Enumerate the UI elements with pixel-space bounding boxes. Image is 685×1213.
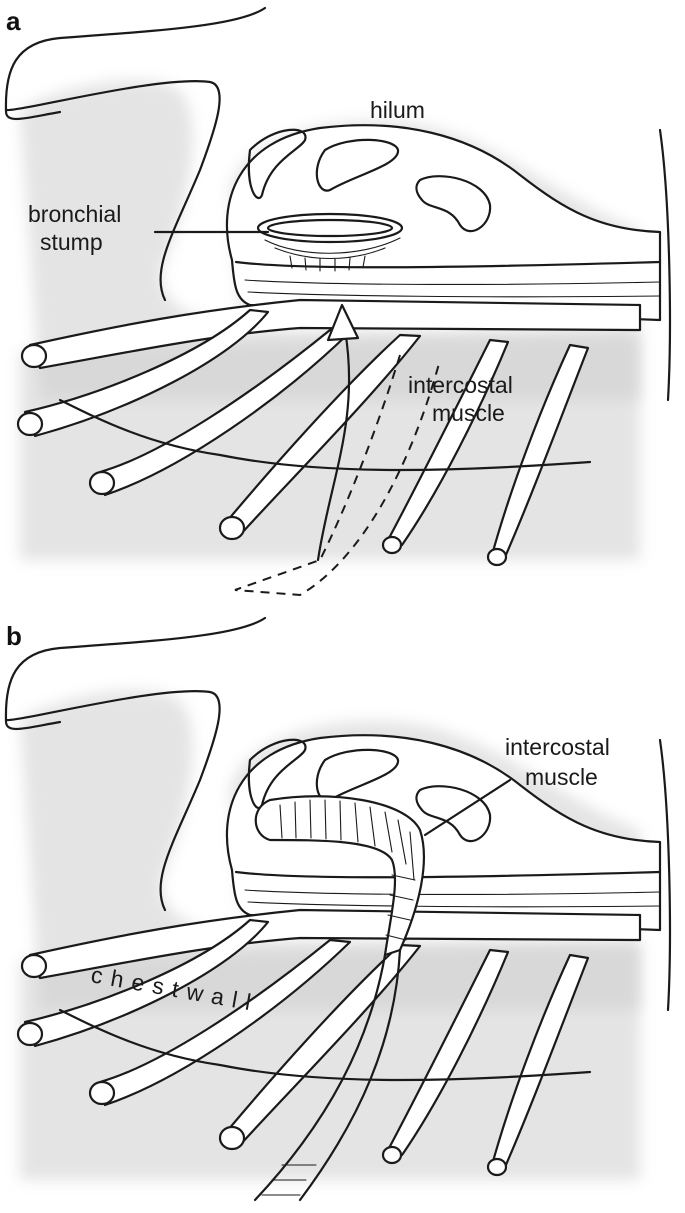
label-muscle-b-line1: intercostal bbox=[505, 734, 610, 760]
leader-intercostal-muscle-b bbox=[423, 778, 512, 837]
panel-b: b bbox=[4, 616, 672, 1202]
muscle-flap-outline-a bbox=[234, 354, 441, 597]
label-muscle-b-line2: muscle bbox=[525, 764, 598, 790]
mediastinal-edge-a bbox=[658, 128, 672, 402]
label-muscle-a-line1: intercostal bbox=[408, 372, 513, 398]
label-muscle-a-line2: muscle bbox=[432, 400, 505, 426]
label-bronchial-line1: bronchial bbox=[28, 201, 121, 227]
bronchial-stump-a bbox=[256, 212, 404, 272]
panel-b-letter: b bbox=[6, 621, 22, 651]
ribs-a bbox=[16, 298, 642, 567]
intercostal-nerve-b bbox=[58, 1008, 592, 1082]
arrow-a bbox=[316, 303, 360, 562]
panel-a-letter: a bbox=[6, 6, 21, 36]
label-stump-line2: stump bbox=[40, 229, 103, 255]
muscle-flap-b bbox=[253, 795, 426, 1202]
label-hilum: hilum bbox=[370, 97, 425, 123]
mediastinal-edge-b bbox=[658, 738, 672, 1012]
ribs-b bbox=[16, 908, 642, 1180]
panel-a: a bbox=[4, 6, 672, 597]
intercostal-nerve-a bbox=[58, 398, 592, 472]
